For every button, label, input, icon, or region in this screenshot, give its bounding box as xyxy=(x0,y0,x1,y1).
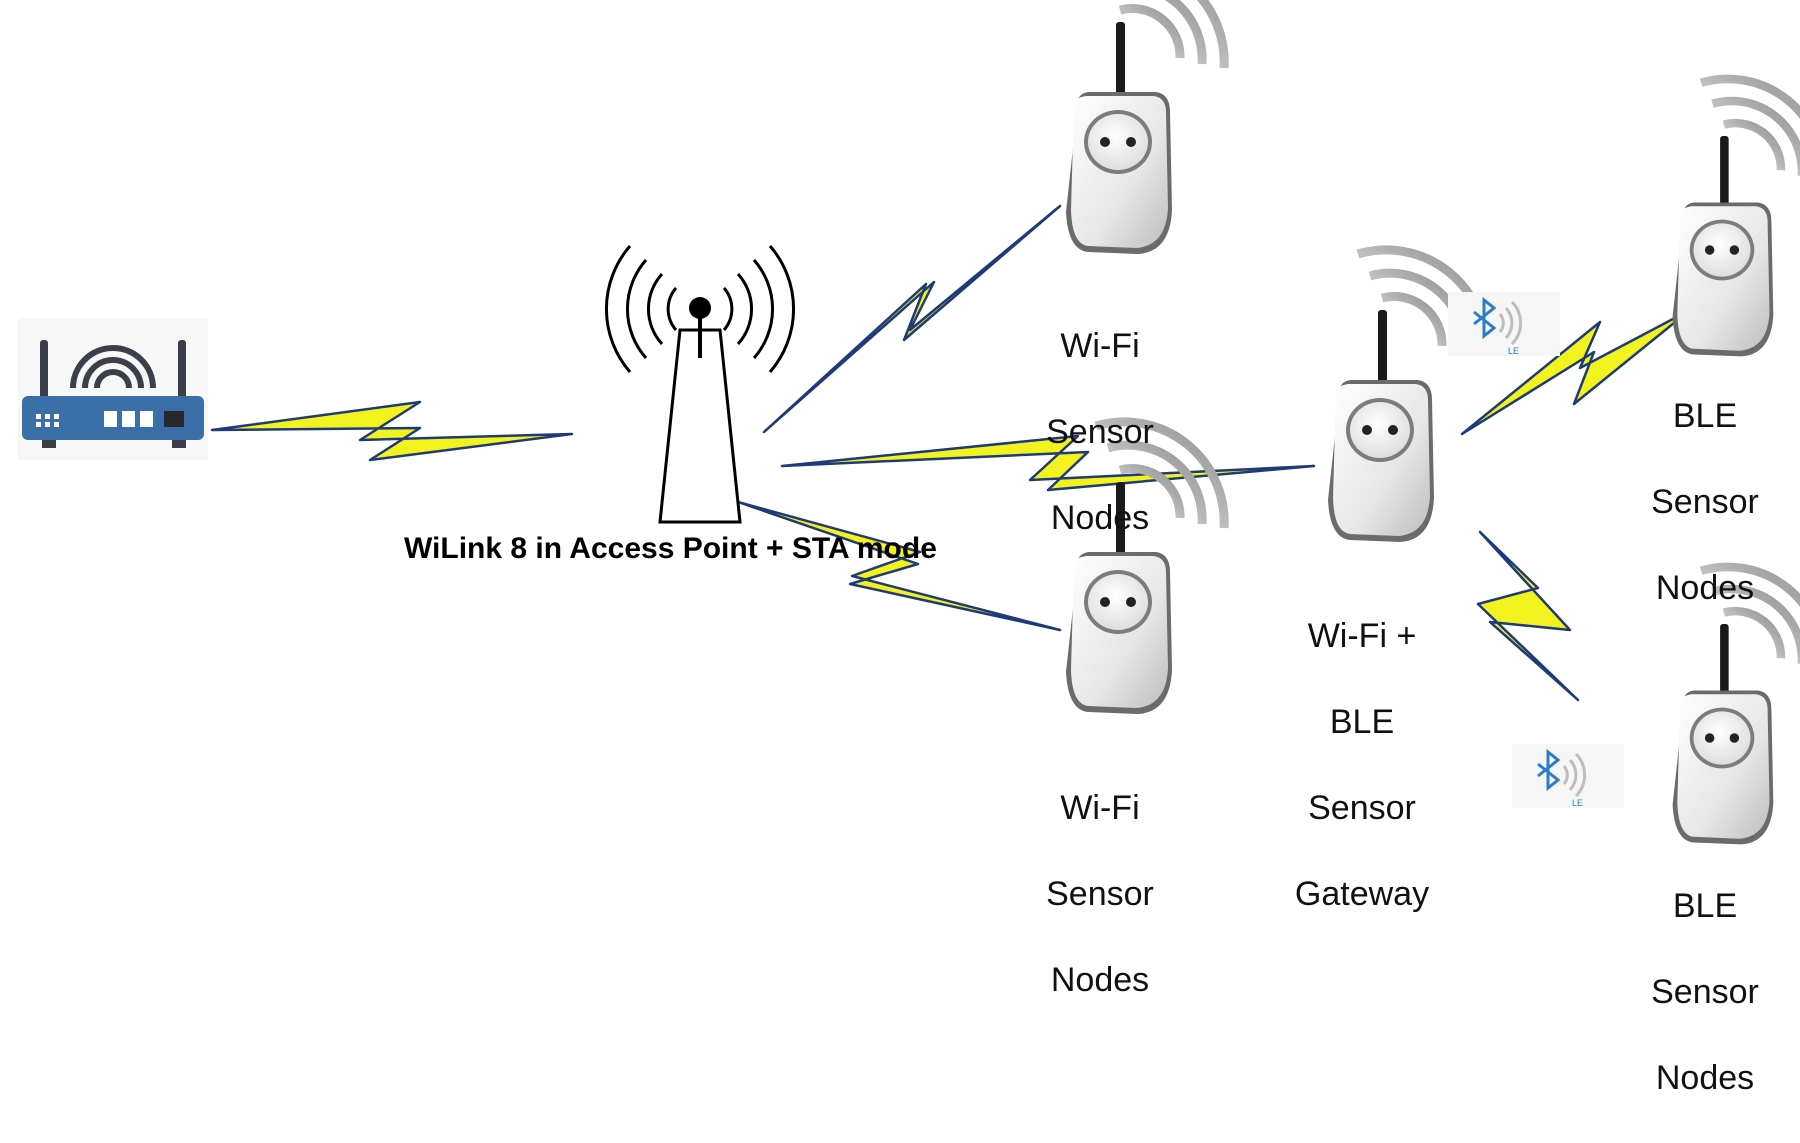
label-line: Wi-Fi xyxy=(1060,327,1140,365)
label-line: BLE xyxy=(1672,397,1738,435)
ble-sensor-nodes-top-label: BLE Sensor Nodes xyxy=(1620,352,1790,653)
wifi-sensor-nodes-bottom-label: Wi-Fi Sensor Nodes xyxy=(1010,744,1190,1045)
ble-sensor-node-top-icon xyxy=(1673,79,1800,356)
wifi-sensor-node-top-icon xyxy=(1066,0,1224,254)
network-diagram: LE LE xyxy=(18,0,1800,973)
label-line: Sensor xyxy=(1308,789,1416,827)
label-line: Sensor xyxy=(1651,483,1759,521)
label-line: BLE xyxy=(1329,703,1395,741)
router-icon xyxy=(18,318,208,460)
antenna-tower-icon xyxy=(605,245,795,524)
label-line: Sensor xyxy=(1046,413,1154,451)
label-line: BLE xyxy=(1672,887,1738,925)
label-line: Gateway xyxy=(1294,875,1430,913)
bluetooth-le-icon: LE xyxy=(1510,742,1626,810)
label-line: Nodes xyxy=(1655,569,1755,607)
label-line: Nodes xyxy=(1050,961,1150,999)
bluetooth-le-icon: LE xyxy=(1446,290,1562,358)
label-line: Nodes xyxy=(1050,499,1150,537)
gateway-label: Wi-Fi + BLE Sensor Gateway xyxy=(1262,572,1462,959)
label-line: Wi-Fi + xyxy=(1307,617,1417,655)
wifi-sensor-nodes-top-label: Wi-Fi Sensor Nodes xyxy=(1010,282,1190,583)
label-line: Sensor xyxy=(1651,973,1759,1011)
ble-badge-text: LE xyxy=(1508,346,1519,356)
access-point-label: WiLink 8 in Access Point + STA mode xyxy=(404,532,937,565)
lightning-link-ap-wifi-bottom xyxy=(736,500,1062,632)
lightning-link-gateway-ble-bottom xyxy=(1476,530,1580,702)
lightning-link-ap-gateway xyxy=(780,434,1316,492)
ble-badge-text: LE xyxy=(1572,798,1583,808)
lightning-link-ap-wifi-top xyxy=(762,204,1062,434)
label-line: Wi-Fi xyxy=(1060,789,1140,827)
label-line: Nodes xyxy=(1655,1059,1755,1097)
label-line: Sensor xyxy=(1046,875,1154,913)
ble-sensor-nodes-bottom-label: BLE Sensor Nodes xyxy=(1620,842,1790,1143)
lightning-link-router-ap xyxy=(210,400,574,462)
